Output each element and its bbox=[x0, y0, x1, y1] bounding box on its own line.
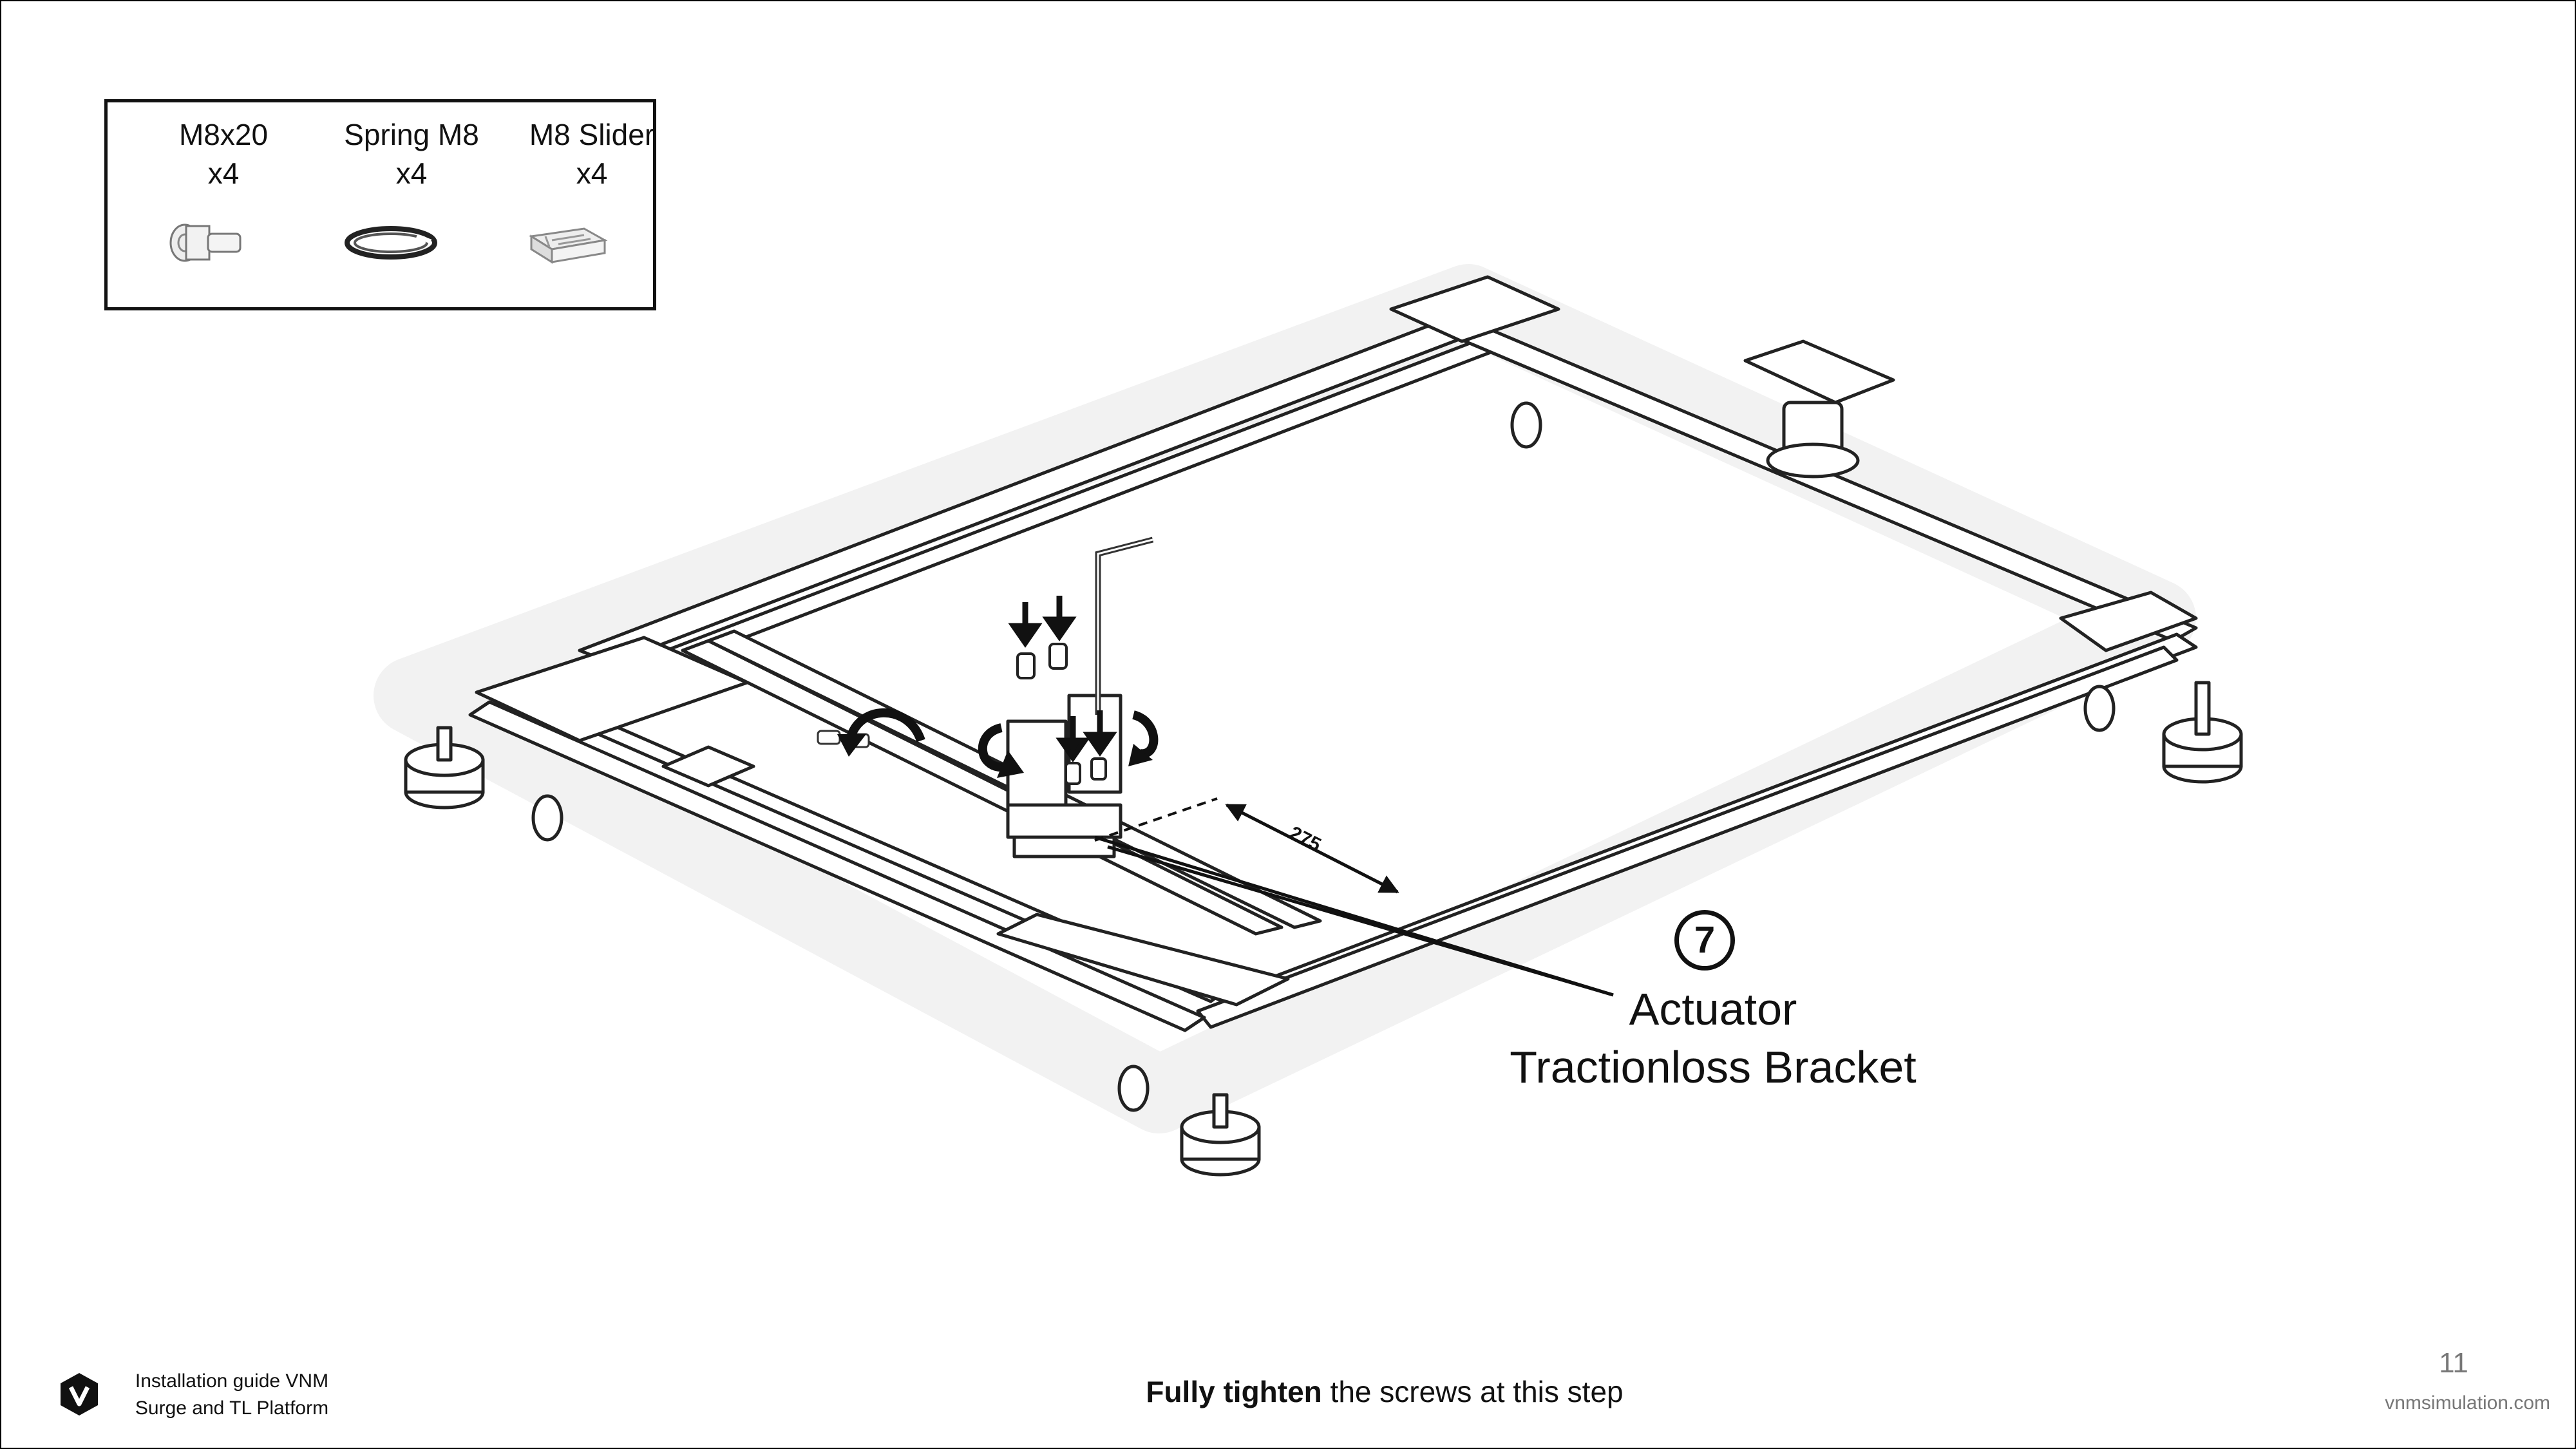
slider-nut-icon bbox=[528, 227, 608, 264]
callout-line-2: Tractionloss Bracket bbox=[1510, 1042, 1917, 1092]
part-m8x20: M8x20 x4 bbox=[146, 115, 301, 193]
part-m8-slider: M8 Slider x4 bbox=[515, 115, 669, 193]
part-name: M8 Slider bbox=[529, 118, 655, 151]
part-spring-m8: Spring M8 x4 bbox=[334, 115, 489, 193]
part-qty: x4 bbox=[395, 156, 428, 190]
step-number-badge: 7 bbox=[1674, 910, 1735, 971]
part-name: M8x20 bbox=[178, 118, 269, 151]
instruction-note: Fully tighten the screws at this step bbox=[966, 1370, 1803, 1413]
guide-title-line-1: Installation guide VNM bbox=[135, 1370, 329, 1392]
part-qty: x4 bbox=[207, 156, 240, 190]
callout-label: Actuator Tractionloss Bracket bbox=[1481, 980, 1945, 1096]
instruction-emphasis: Fully tighten bbox=[1146, 1375, 1322, 1408]
part-qty: x4 bbox=[576, 156, 608, 190]
spring-washer-icon bbox=[345, 226, 437, 260]
website-label: vnmsimulation.com bbox=[2385, 1392, 2550, 1414]
callout-line-1: Actuator bbox=[1629, 984, 1797, 1034]
vnm-logo-icon bbox=[61, 1373, 98, 1416]
bolt-icon bbox=[169, 223, 242, 262]
parts-list-box: M8x20 x4 Spring M8 x4 M8 Slider x4 bbox=[104, 99, 656, 310]
guide-title-line-2: Surge and TL Platform bbox=[135, 1397, 329, 1419]
instruction-text: the screws at this step bbox=[1321, 1375, 1624, 1408]
guide-title: Installation guide VNM Surge and TL Plat… bbox=[97, 1368, 367, 1422]
page-number: 11 bbox=[2439, 1347, 2468, 1379]
part-name: Spring M8 bbox=[344, 118, 479, 151]
